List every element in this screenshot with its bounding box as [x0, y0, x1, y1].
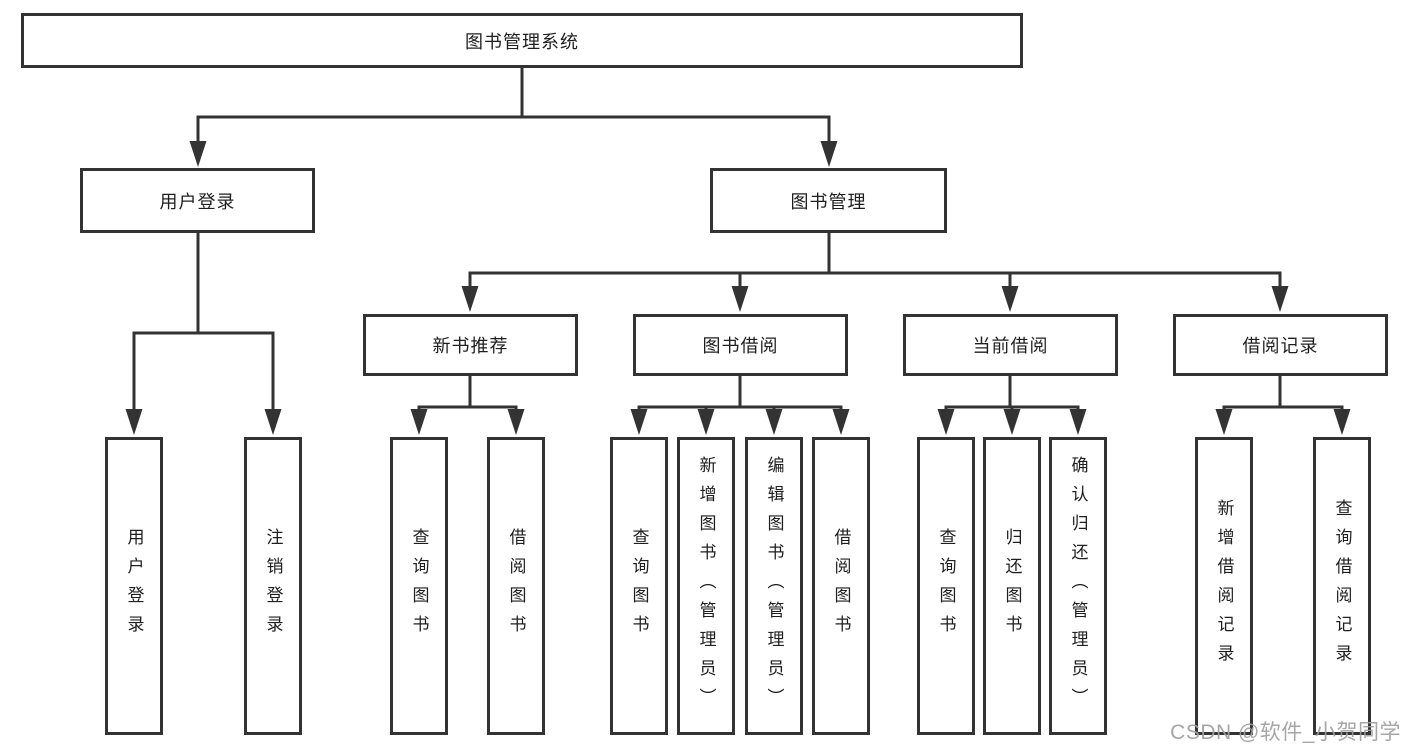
node-current-borrowing: 当前借阅 [903, 314, 1118, 376]
leaf-add-borrow-record: 新增借阅记录 [1195, 437, 1253, 735]
node-book-management: 图书管理 [710, 168, 947, 233]
node-new-book-recommend: 新书推荐 [363, 314, 578, 376]
leaf-confirm-return-admin: 确认归还（管理员） [1049, 437, 1107, 735]
node-user-login: 用户登录 [80, 168, 315, 233]
leaf-query-books-current: 查询图书 [917, 437, 975, 735]
watermark-text: CSDN @软件_小贺同学 [1170, 721, 1401, 744]
connector-book-management-children [461, 231, 1289, 312]
leaf-add-book-admin: 新增图书（管理员） [677, 437, 735, 735]
connector-root-to-level2 [189, 66, 838, 167]
leaf-borrow-books-borrowing: 借阅图书 [812, 437, 870, 735]
leaf-query-books-borrowing: 查询图书 [610, 437, 668, 735]
node-library-system: 图书管理系统 [21, 13, 1023, 68]
leaf-return-books: 归还图书 [983, 437, 1041, 735]
leaf-borrow-books-recommend: 借阅图书 [487, 437, 545, 735]
leaf-logout: 注销登录 [244, 437, 302, 735]
connector-current-borrowing-children [937, 374, 1087, 435]
connector-new-book-recommend-children [410, 374, 525, 435]
connector-borrowing-records-children [1215, 374, 1351, 435]
leaf-edit-book-admin: 编辑图书（管理员） [745, 437, 803, 735]
leaf-user-login: 用户登录 [105, 437, 163, 735]
node-book-borrowing: 图书借阅 [633, 314, 848, 376]
leaf-query-books-recommend: 查询图书 [390, 437, 448, 735]
connector-user-login-children [125, 231, 282, 435]
leaf-query-borrow-record: 查询借阅记录 [1313, 437, 1371, 735]
node-borrowing-records: 借阅记录 [1173, 314, 1388, 376]
connector-book-borrowing-children [630, 374, 850, 435]
